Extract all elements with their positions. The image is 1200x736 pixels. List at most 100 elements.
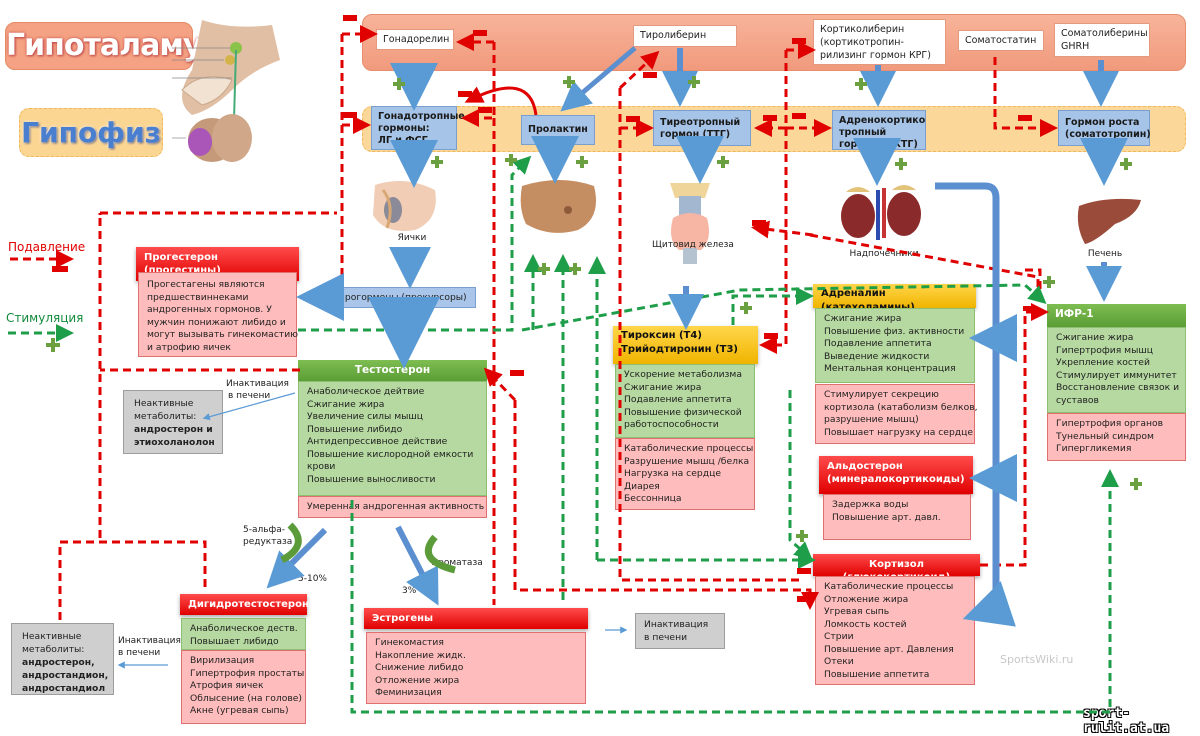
minus-sign (797, 596, 811, 602)
testosterone-inactivation-label: Инактивация в печени (226, 378, 289, 402)
thyroxine-title-line: Трийодтиронин (Т3) (621, 344, 738, 355)
estrogen-side-effect: Накопление жидк. (375, 649, 466, 661)
prolactin-box: Пролактин (521, 115, 595, 145)
dht-inactivation-label: Инактивация в печени (118, 635, 181, 659)
thyroid-illustration (670, 183, 710, 264)
minus-sign (343, 112, 357, 118)
estrogen-side-effect: Феминизация (375, 687, 442, 698)
corticoliberin-line: (кортикотропин- (820, 37, 904, 48)
metabolite-line: андростерон и (134, 424, 213, 435)
adrenaline-side-effect: разрушение мышц) (824, 414, 919, 425)
gonadotropic-line: ЛГ и ФСГ (378, 135, 428, 146)
plus-sign (1130, 478, 1142, 490)
estrogens-negative: Гинекомастия Накопление жидк. Снижение л… (366, 632, 586, 704)
gh-line: (соматотропин) (1065, 129, 1151, 140)
aldosterone-title-line: Альдостерон (827, 461, 903, 472)
breast-illustration (520, 180, 596, 233)
testes-label: Яички (397, 233, 427, 243)
plus-sign (796, 530, 808, 542)
plus-sign (505, 154, 517, 166)
adrenaline-effect: Подавление аппетита (824, 338, 932, 349)
metabolite-line: Неактивные (22, 631, 82, 642)
minus-sign (52, 266, 68, 272)
somatoliberin-line: GHRH (1061, 41, 1090, 52)
cortisol-title: Кортизол (глюкокортикоид) (813, 554, 980, 583)
igf1-title: ИФР-1 (1047, 304, 1186, 327)
corticoliberin-line: Кортиколиберин (820, 24, 905, 35)
five-alpha-reductase-label: 5-альфа- редуктаза (243, 524, 292, 548)
liver-illustration (1077, 198, 1141, 244)
adrenaline-effect: Ментальная концентрация (824, 363, 956, 374)
inactive-metabolites-1: Неактивные метаболиты: андростерон и эти… (123, 390, 223, 454)
corticoliberin-box: Кортиколиберин (кортикотропин- рилизинг … (813, 19, 946, 65)
cortisol-side-effect: Ломкость костей (824, 618, 907, 630)
dht-card: Дигидротестостерон (180, 594, 309, 615)
gonadotropic-line: гормоны: (378, 123, 430, 134)
plus-sign (855, 78, 867, 90)
cortisol-side-effect: Отеки (824, 656, 854, 667)
acth-box: Адренокортико тропный гормон (АКТГ) (832, 110, 926, 150)
cortisol-side-effect: Повышение аппетита (824, 668, 930, 680)
flow-arrow (962, 581, 1016, 627)
pituitary-title: Гипофиз (19, 108, 163, 157)
enzyme-line: редуктаза (243, 537, 293, 547)
cortisol-side-effect: Стрии (824, 631, 854, 642)
plus-sign (393, 78, 405, 90)
progesterone-body: Прогестагены являются предшествиннеками … (138, 272, 298, 357)
thyroxine-effect: работоспособности (624, 419, 719, 430)
thyroxine-side-effect: Катаболические процессы (624, 443, 754, 454)
cortisol-negative: Катаболические процессы Отложение жира У… (815, 576, 975, 685)
thyroxine-effect: Повышение физической (624, 406, 742, 418)
enzyme-line: 5-альфа- (243, 525, 286, 535)
testosterone-effect: Повышение кислородной емкости (307, 448, 474, 460)
igf1-effect: Гипертрофия мышц (1056, 344, 1153, 356)
thyroxine-title-line: Тироксин (Т4) (621, 330, 702, 341)
suppression-line (751, 220, 814, 239)
five-alpha-percent: 5-10% (298, 574, 327, 584)
plus-sign (1043, 276, 1055, 288)
minus-sign (797, 568, 811, 574)
inactivation-line: в печени (228, 391, 271, 401)
thyroxine-effect: Сжигание жира (624, 381, 702, 393)
adrenaline-effect: Выведение жидкости (824, 350, 930, 362)
tsh-line: Тиреотропный (660, 117, 741, 128)
legend-suppression-label: Подавление (8, 240, 86, 254)
gonadotropic-line: Гонадотропные (378, 111, 465, 122)
plus-sign (895, 158, 907, 170)
igf1-side-effect: Гипергликемия (1056, 443, 1132, 454)
testosterone-effect: Увеличение силы мышц (307, 411, 424, 422)
stimulation-line (731, 287, 814, 325)
adrenaline-side-effect: кортизола (катаболизм белков, (824, 401, 978, 413)
testosterone-effect: крови (307, 461, 336, 472)
suppression-line (483, 367, 517, 402)
testosterone-negative: Умеренная андрогенная активность (298, 496, 487, 518)
adrenaline-positive: Сжигание жира Повышение физ. активности … (815, 308, 975, 383)
igf1-side-effect: Гипертрофия органов (1056, 418, 1164, 429)
metabolite-line: метаболиты: (22, 644, 85, 655)
testosterone-effect: Сжигание жира (307, 398, 385, 410)
metabolite-line: андростерон, (22, 657, 95, 668)
aldosterone-side-effect: Повышение арт. давл. (832, 511, 941, 523)
adrenaline-side-effect: Повышает нагрузку на сердце (824, 426, 974, 438)
legend-stimulation-label: Стимуляция (6, 311, 84, 325)
thyroxine-negative: Катаболические процессы Разрушение мышц … (615, 438, 755, 510)
suppression-line (980, 303, 1049, 567)
inactivation-line: Инактивация (118, 636, 181, 646)
plus-sign (1120, 158, 1132, 170)
testosterone-effect: Антидепрессивное действие (307, 436, 448, 447)
aromatase-percent: 3% (402, 586, 417, 596)
metabolite-line: этиохоланолон (134, 437, 215, 448)
estrogens-card: Эстрогены (364, 608, 588, 629)
gh-line: Гормон роста (1065, 117, 1140, 128)
adrenaline-effect: Повышение физ. активности (824, 325, 965, 337)
thyroxine-side-effect: Диарея (624, 480, 660, 492)
plus-sign (717, 156, 729, 168)
estrogen-side-effect: Отложение жира (375, 674, 460, 686)
progesterone-line: мужчин понижают либидо и (147, 316, 286, 328)
watermark-sportswiki: SportsWiki.ru (1000, 653, 1074, 666)
testosterone-positive: Анаболическое дейтвие Сжигание жира Увел… (298, 381, 487, 496)
dht-side-effect: Гипертрофия простаты (190, 667, 305, 679)
plus-sign (431, 156, 443, 168)
adrenaline-negative: Стимулирует секрецию кортизола (катаболи… (815, 384, 978, 444)
dht-title: Дигидротестостерон (180, 594, 309, 615)
